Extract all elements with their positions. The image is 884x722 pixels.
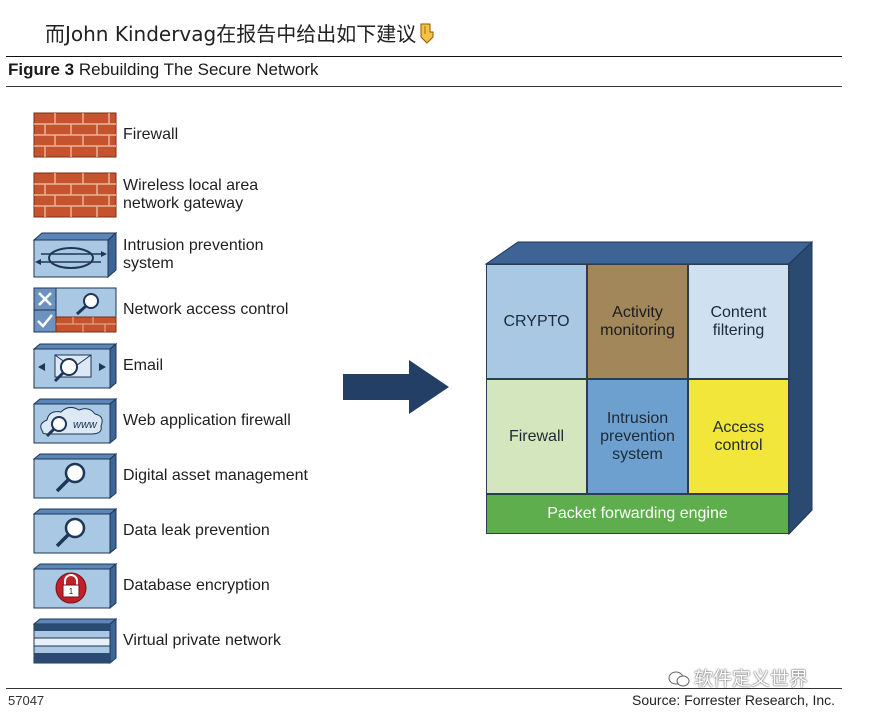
- legend-item: Intrusion prevention system: [33, 232, 353, 278]
- brick-wall-icon: [33, 112, 117, 158]
- cell-access-control: Access control: [688, 379, 789, 494]
- watermark-text: 软件定义世界: [694, 668, 809, 690]
- legend-label: Data leak prevention: [123, 522, 270, 539]
- cell-firewall: Firewall: [486, 379, 587, 494]
- secure-network-cube: CRYPTO Activity monitoring Content filte…: [484, 240, 814, 536]
- brick-wall-icon: [33, 172, 117, 218]
- magnifier-icon: [33, 453, 117, 499]
- legend-label: Web application firewall: [123, 412, 291, 429]
- legend-item: Virtual private network: [33, 618, 353, 664]
- legend-item: Network access control: [33, 287, 353, 333]
- legend-item: Data leak prevention: [33, 508, 353, 554]
- figure-id: 57047: [8, 693, 45, 708]
- email-magnifier-icon: [33, 343, 117, 389]
- legend-item: 1 Database encryption: [33, 563, 353, 609]
- svg-text:www: www: [73, 419, 98, 431]
- bottom-rule: [6, 688, 842, 689]
- legend-label: Network access control: [123, 301, 289, 318]
- title-rule: [6, 86, 842, 87]
- figure-label: Figure 3: [8, 60, 75, 79]
- legend-item: Email: [33, 343, 353, 389]
- source-credit: Source: Forrester Research, Inc.: [632, 692, 836, 708]
- legend-label: Email: [123, 357, 164, 374]
- header-text: 而John Kindervag在报告中给出如下建议: [45, 18, 436, 47]
- cell-packet-forwarding-engine: Packet forwarding engine: [486, 494, 789, 534]
- intrusion-prevention-icon: [33, 232, 117, 278]
- legend-item: Digital asset management: [33, 453, 353, 499]
- right-arrow-icon: [343, 360, 449, 414]
- cell-activity-monitoring: Activity monitoring: [587, 264, 688, 379]
- header-caption: 而John Kindervag在报告中给出如下建议: [45, 22, 417, 46]
- web-cloud-icon: www: [33, 398, 117, 444]
- figure-title-text: Rebuilding The Secure Network: [78, 60, 319, 79]
- legend-item: Wireless local area network gateway: [33, 172, 353, 218]
- legend-item: www Web application firewall: [33, 398, 353, 444]
- legend-label: Firewall: [123, 126, 179, 143]
- top-rule: [6, 56, 842, 57]
- watermark: 软件定义世界: [668, 664, 808, 691]
- legend-label: Database encryption: [123, 577, 270, 594]
- legend-label: Digital asset management: [123, 467, 308, 484]
- pointing-down-hand-icon: [420, 23, 434, 44]
- magnifier-icon: [33, 508, 117, 554]
- cell-content-filtering: Content filtering: [688, 264, 789, 379]
- legend-item: Firewall: [33, 112, 353, 158]
- legend-label: Intrusion prevention system: [123, 237, 264, 272]
- cube-frame: [484, 240, 814, 536]
- network-access-control-icon: [33, 287, 117, 333]
- padlock-icon: 1: [33, 563, 117, 609]
- legend-label: Virtual private network: [123, 632, 281, 649]
- vpn-tunnel-icon: [33, 618, 117, 664]
- figure-title: Figure 3 Rebuilding The Secure Network: [8, 60, 319, 80]
- cell-crypto: CRYPTO: [486, 264, 587, 379]
- legend-label: Wireless local area network gateway: [123, 177, 259, 212]
- cell-intrusion-prevention: Intrusion prevention system: [587, 379, 688, 494]
- wechat-icon: [668, 671, 690, 687]
- svg-text:1: 1: [69, 587, 74, 596]
